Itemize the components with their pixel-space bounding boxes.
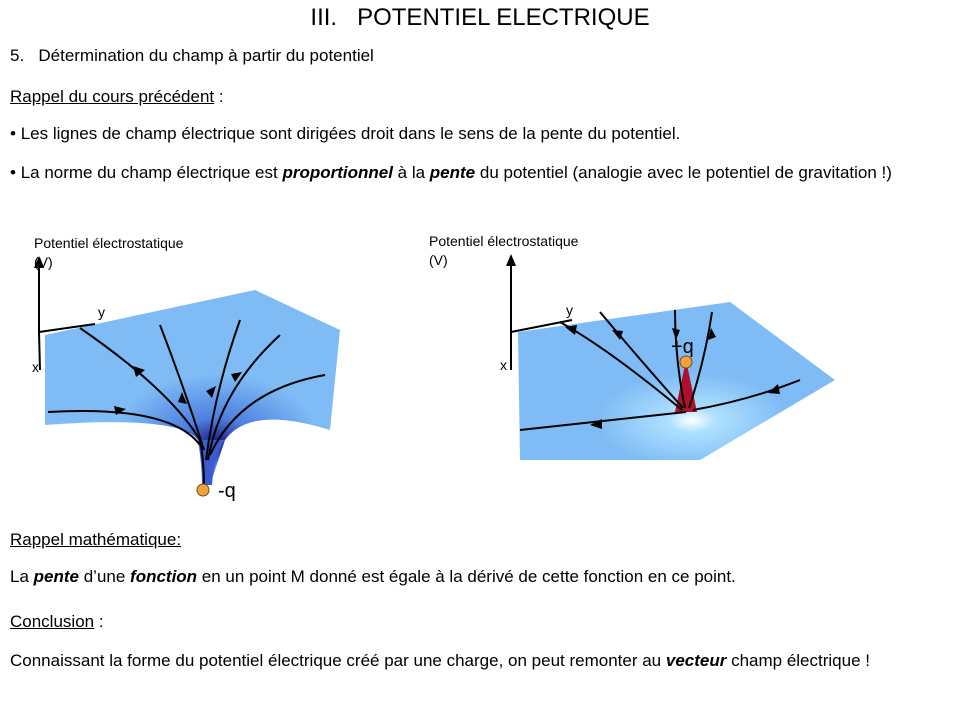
bullet-symbol: • xyxy=(10,124,16,143)
left-potential-plot xyxy=(34,256,340,497)
left-field-lines xyxy=(47,319,326,489)
title-number: III. xyxy=(310,4,338,31)
conclusion-heading: Conclusion : xyxy=(10,612,104,632)
rappel-math-post: en un point M donné est égale à la dériv… xyxy=(197,567,736,586)
rappel-math-mid: d’une xyxy=(78,567,131,586)
left-potential-surface xyxy=(45,290,340,485)
rappel-cours-suffix: : xyxy=(214,87,224,106)
left-charge-dot xyxy=(196,483,210,497)
right-axis-label-line2: (V) xyxy=(429,252,448,268)
rappel-math-pre: La xyxy=(10,567,34,586)
rappel-math-em-pente: pente xyxy=(33,567,79,586)
right-potential-plot xyxy=(506,254,835,460)
right-charge-dot xyxy=(679,355,693,369)
left-well-funnel xyxy=(198,440,225,485)
bullet-2-em-proportionnel: proportionnel xyxy=(282,163,393,182)
right-field-lines xyxy=(519,309,801,431)
conclusion-label: Conclusion xyxy=(10,612,95,631)
bullet-2-mid: à la xyxy=(392,163,430,182)
left-x-label: x xyxy=(32,359,39,375)
conclusion-em-vecteur: vecteur xyxy=(665,651,727,670)
rappel-cours-label: Rappel du cours précédent xyxy=(10,87,215,106)
conclusion-text: Connaissant la forme du potentiel électr… xyxy=(10,648,940,673)
page-title: III. POTENTIEL ELECTRIQUE xyxy=(0,4,960,32)
bullet-1: • Les lignes de champ électrique sont di… xyxy=(10,124,680,144)
section-text: Détermination du champ à partir du poten… xyxy=(38,46,374,65)
section-heading: 5. Détermination du champ à partir du po… xyxy=(10,46,374,66)
section-number: 5. xyxy=(10,46,25,65)
rappel-cours-heading: Rappel du cours précédent : xyxy=(10,87,224,107)
bullet-2: • La norme du champ électrique est propo… xyxy=(10,160,910,185)
conclusion-post: champ électrique ! xyxy=(726,651,870,670)
left-field-arrowheads xyxy=(114,366,242,415)
rappel-math-em-fonction: fonction xyxy=(130,567,198,586)
left-axes xyxy=(38,262,96,371)
title-text: POTENTIEL ELECTRIQUE xyxy=(357,4,650,31)
left-axis-label-line1: Potentiel électrostatique xyxy=(34,235,184,251)
bullet-1-text: Les lignes de champ électrique sont diri… xyxy=(20,124,681,143)
right-potential-surface xyxy=(518,302,835,460)
bullet-2-post: du potentiel (analogie avec le potentiel… xyxy=(475,163,892,182)
rappel-math-heading: Rappel mathématique: xyxy=(10,530,181,550)
right-axis-label: Potentiel électrostatique (V) xyxy=(429,232,578,270)
rappel-math-text: La pente d’une fonction en un point M do… xyxy=(10,567,736,587)
left-axis-arrowhead xyxy=(34,256,44,268)
conclusion-pre: Connaissant la forme du potentiel électr… xyxy=(10,651,666,670)
bullet-2-em-pente: pente xyxy=(429,163,476,182)
left-y-label: y xyxy=(98,304,105,320)
bullet-2-pre: La norme du champ électrique est xyxy=(20,163,283,182)
right-axis-label-line1: Potentiel électrostatique xyxy=(429,233,579,249)
right-charge-label: +q xyxy=(671,336,694,358)
right-axis-arrowhead xyxy=(506,254,516,266)
bullet-symbol: • xyxy=(10,163,16,182)
right-field-arrowheads xyxy=(565,325,780,429)
right-x-label: x xyxy=(500,357,507,373)
rappel-math-label: Rappel mathématique: xyxy=(10,530,182,549)
left-charge-label: -q xyxy=(218,480,236,502)
conclusion-suffix: : xyxy=(94,612,104,631)
right-y-label: y xyxy=(566,302,573,318)
